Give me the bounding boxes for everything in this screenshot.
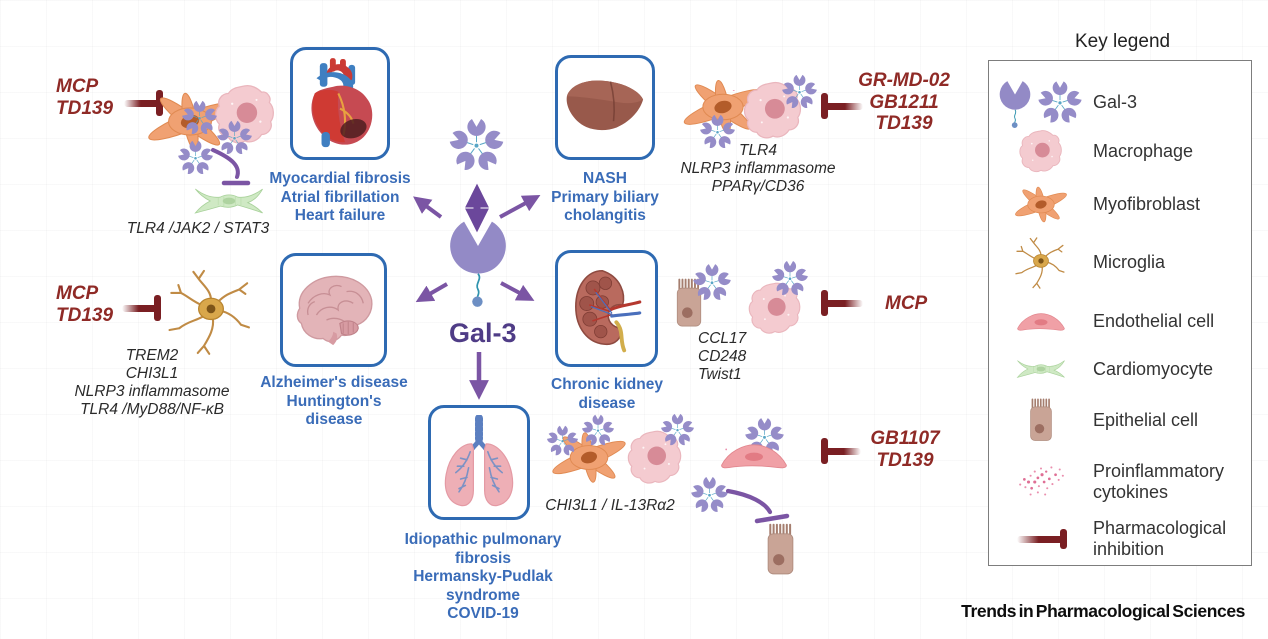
macrophage-icon (989, 128, 1093, 174)
lung-diseases-label: Idiopathic pulmonary fibrosis Hermansky-… (404, 531, 562, 622)
legend-label: Endothelial cell (1093, 310, 1215, 331)
legend-box: Gal-3 Macrophage Myofibroblast Microglia (988, 60, 1252, 566)
legend-item-cardiomyocyte: Cardiomyocyte (989, 347, 1251, 391)
legend-label: Cardiomyocyte (1093, 358, 1214, 379)
legend-item-pharmacological-inhibition: Pharmacological inhibition (989, 517, 1251, 561)
liver-box (555, 55, 655, 160)
gal3-pentamer-icon (181, 99, 218, 136)
brain-box (280, 253, 387, 367)
endothelial-cell-icon (989, 310, 1093, 332)
gal3-pentamer-icon (216, 119, 253, 156)
inhibition-icon (122, 295, 161, 321)
gal3-pentamer-icon (690, 475, 729, 514)
kidney-inhibitors-label: MCP (885, 293, 928, 314)
epithelial-cell-icon (762, 522, 799, 578)
gal3-pentamer-icon (177, 139, 214, 176)
brain-mediators-label: TREM2 CHI3L1 NLRP3 inflammasome TLR4 /My… (74, 347, 230, 418)
gal3-pentamer-icon (546, 424, 579, 457)
arrow-to-brain-icon (415, 282, 448, 303)
gal3-monomer-icon (449, 214, 507, 307)
cardiomyocyte-icon (989, 355, 1093, 383)
epithelial-cell-icon (989, 397, 1093, 444)
legend-label: Gal-3 (1093, 91, 1138, 112)
heart-inhibitors-label: MCP TD139 (56, 76, 114, 119)
legend-item-endothelial-cell: Endothelial cell (989, 301, 1251, 341)
kidney-diseases-label: Chronic kidney disease (551, 376, 663, 412)
gal3-pentamer-icon (692, 262, 732, 302)
legend-label: Epithelial cell (1093, 409, 1199, 430)
legend-label: Macrophage (1093, 140, 1194, 161)
heart-icon (298, 58, 382, 149)
gal3-hub-label: Gal-3 (449, 318, 517, 348)
legend-title: Key legend (1075, 31, 1171, 52)
liver-inhibitors-label: GR-MD-02 GB1211 TD139 (858, 70, 950, 134)
liver-icon (562, 73, 648, 143)
gal3-pentamer-icon (448, 116, 505, 173)
brain-inhibitors-label: MCP TD139 (56, 283, 114, 326)
heart-mediators-label: TLR4 /JAK2 / STAT3 (126, 220, 270, 237)
legend-item-gal3: Gal-3 (989, 73, 1251, 131)
lungs-icon (435, 415, 523, 511)
lung-mediators-label: CHI3L1 / IL-13Rα2 (545, 497, 675, 514)
inhibition-icon (821, 438, 861, 464)
liver-mediators-label: TLR4 NLRP3 inflammasome PPARγ/CD36 (680, 142, 836, 195)
lung-inhibitors-label: GB1107 TD139 (870, 428, 940, 471)
inhibition-icon (821, 93, 863, 119)
gal3-pentamer-icon (781, 73, 818, 110)
brain-icon (288, 268, 380, 352)
endothelial-cell-icon (718, 440, 790, 470)
legend-item-microglia: Microglia (989, 231, 1251, 293)
cytokines-icon (989, 456, 1093, 508)
journal-name: Trends in Pharmacological Sciences (961, 601, 1245, 621)
inhibition-icon (821, 290, 863, 316)
legend-item-proinflammatory-cytokines: Proinflammatory cytokines (989, 451, 1251, 513)
legend-item-macrophage: Macrophage (989, 125, 1251, 177)
microglia-icon (989, 233, 1093, 292)
lung-box (428, 405, 530, 520)
legend-item-epithelial-cell: Epithelial cell (989, 391, 1251, 449)
kidney-mediators-label: CCL17 CD248 Twist1 (698, 330, 747, 383)
legend-label: Pharmacological inhibition (1093, 518, 1227, 559)
gal3-pentamer-icon (771, 259, 809, 297)
myofibroblast-icon (989, 180, 1093, 229)
inhibition-icon (989, 529, 1093, 549)
legend-label: Proinflammatory cytokines (1093, 461, 1225, 502)
legend-item-myofibroblast: Myofibroblast (989, 179, 1251, 229)
gal3-icon (989, 77, 1093, 128)
brain-diseases-label: Alzheimer's disease Huntington's disease (260, 374, 408, 428)
legend-label: Microglia (1093, 251, 1166, 272)
liver-diseases-label: NASH Primary biliary cholangitis (551, 170, 659, 224)
heart-diseases-label: Myocardial fibrosis Atrial fibrillation … (269, 170, 411, 224)
inhibit-arrow-epithelial-icon (725, 488, 790, 524)
gal3-pentamer-icon (581, 413, 615, 447)
kidney-box (555, 250, 658, 367)
legend-label: Myofibroblast (1093, 193, 1201, 214)
inhibition-icon (124, 90, 163, 116)
heart-box (290, 47, 390, 160)
kidney-icon (568, 263, 646, 355)
